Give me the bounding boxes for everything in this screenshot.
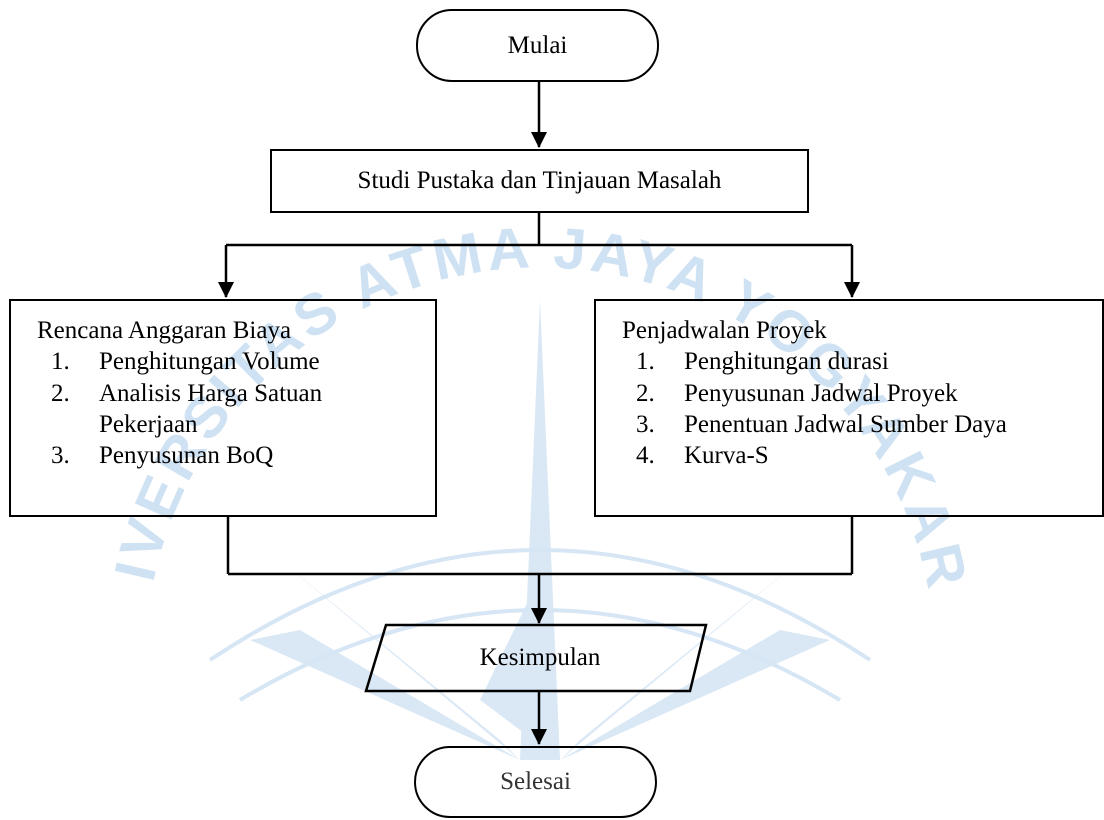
list-text: Penghitungan durasi <box>684 348 889 376</box>
budget-title: Rencana Anggaran Biaya <box>37 317 292 344</box>
end-terminal: Selesai <box>414 746 657 818</box>
list-number: 2. <box>51 379 70 407</box>
list-text: Analisis Harga Satuan Pekerjaan <box>99 378 435 441</box>
list-item: 1. Penghitungan durasi <box>622 346 1102 377</box>
list-number: 3. <box>51 442 70 469</box>
list-number: 4. <box>636 442 655 469</box>
list-text: Penyusunan BoQ <box>99 442 274 469</box>
schedule-process-box: Penjadwalan Proyek 1. Penghitungan duras… <box>594 299 1104 517</box>
end-label: Selesai <box>500 768 571 796</box>
list-text: Penghitungan Volume <box>99 348 320 376</box>
list-text: Kurva-S <box>684 442 769 469</box>
conclusion-io-node: Kesimpulan <box>380 625 700 691</box>
start-label: Mulai <box>507 31 568 59</box>
conclusion-label: Kesimpulan <box>479 644 601 672</box>
list-item: 2. Analisis Harga Satuan Pekerjaan <box>37 378 435 441</box>
list-item: 3. Penyusunan BoQ <box>37 440 435 471</box>
study-process-box: Studi Pustaka dan Tinjauan Masalah <box>270 149 809 213</box>
list-item: 4. Kurva-S <box>622 440 1102 471</box>
list-item: 2. Penyusunan Jadwal Proyek <box>622 378 1102 409</box>
budget-list: 1. Penghitungan Volume 2. Analisis Harga… <box>37 346 435 471</box>
list-number: 2. <box>636 379 655 407</box>
study-label: Studi Pustaka dan Tinjauan Masalah <box>357 167 722 195</box>
schedule-list: 1. Penghitungan durasi 2. Penyusunan Jad… <box>622 346 1102 471</box>
budget-process-box: Rencana Anggaran Biaya 1. Penghitungan V… <box>9 299 437 517</box>
start-terminal: Mulai <box>416 9 659 82</box>
conclusion-parallelogram <box>364 623 708 693</box>
schedule-title: Penjadwalan Proyek <box>622 317 827 344</box>
list-item: 1. Penghitungan Volume <box>37 346 435 377</box>
list-number: 3. <box>636 410 655 438</box>
list-text: Penentuan Jadwal Sumber Daya <box>684 410 1007 438</box>
list-text: Penyusunan Jadwal Proyek <box>684 379 958 407</box>
list-text-line: Analisis Harga Satuan <box>99 379 323 407</box>
list-number: 1. <box>636 348 655 376</box>
list-item: 3. Penentuan Jadwal Sumber Daya <box>622 409 1102 440</box>
list-text-line: Pekerjaan <box>99 410 198 438</box>
list-number: 1. <box>51 348 70 376</box>
